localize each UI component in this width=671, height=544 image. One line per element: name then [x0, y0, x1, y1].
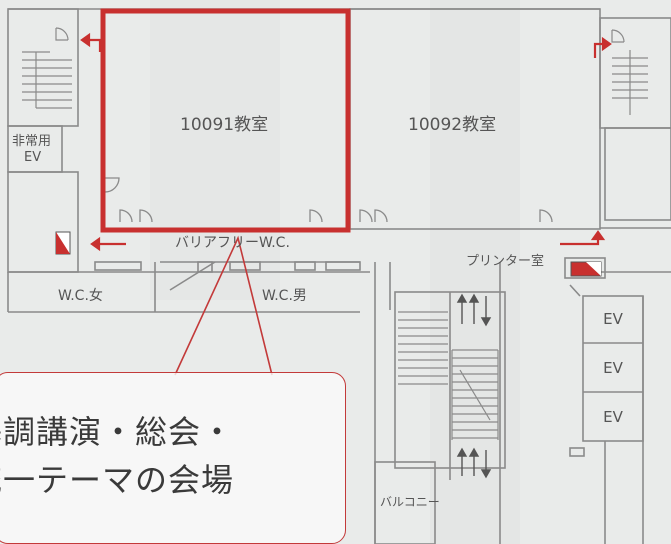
callout-line-2: 統一テーマの会場 [0, 461, 235, 499]
room-label-10091: 10091教室 [180, 115, 269, 135]
emergency-ev-label-line2: EV [24, 150, 42, 165]
wc-male-label: W.C.男 [262, 288, 307, 304]
balcony-label: バルコニー [380, 495, 440, 509]
callout-pointer [174, 235, 273, 376]
elevator-label-3: EV [603, 408, 623, 426]
emergency-ev-label-line1: 非常用 [12, 134, 52, 149]
barrier-free-wc-label: バリアフリーW.C. [175, 235, 290, 251]
callout-line-1: 基調講演・総会・ [0, 413, 235, 451]
elevator-label-2: EV [603, 359, 623, 377]
elevator-label-1: EV [603, 310, 623, 328]
escalator-arrows-icon [456, 293, 492, 479]
printer-marker-icon [570, 261, 602, 277]
balcony-area [374, 461, 436, 544]
printer-room [564, 257, 606, 279]
left-stairs [22, 27, 72, 109]
callout-text: 基調講演・総会・ 統一テーマの会場 [0, 408, 234, 504]
wc-female-label: W.C.女 [58, 288, 103, 304]
room-label-10092: 10092教室 [408, 115, 497, 135]
printer-room-label: プリンター室 [466, 254, 545, 269]
shaft-marker-icon [55, 231, 71, 255]
highlight-room-10091 [100, 8, 351, 233]
callout-box [0, 372, 346, 544]
